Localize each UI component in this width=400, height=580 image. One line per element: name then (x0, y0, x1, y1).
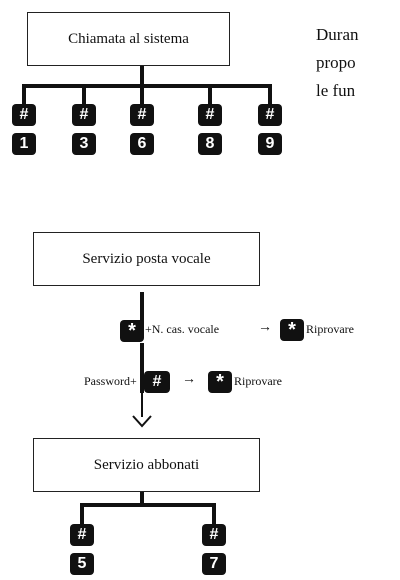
subscriber-label: Servizio abbonati (93, 456, 200, 473)
retry-star-key-2: * (208, 371, 232, 393)
star-key: * (120, 320, 144, 342)
digit-key-6: 6 (130, 133, 154, 155)
retry-label-2: Riprovare (234, 374, 282, 388)
top-branch-6 (140, 84, 144, 104)
retry-star-key-1: * (280, 319, 304, 341)
flow-line-2 (140, 343, 144, 393)
top-branch-8 (208, 84, 212, 104)
hash-key-3: # (72, 104, 96, 126)
top-branch-1 (22, 84, 26, 104)
mailbox-number-label: +N. cas. vocale (145, 322, 220, 336)
bottom-trunk-line (140, 492, 144, 504)
subscriber-box: Servizio abbonati (33, 438, 260, 492)
bottom-branch-5 (80, 503, 84, 525)
password-label: Password+ (84, 374, 137, 388)
digit-key-1: 1 (12, 133, 36, 155)
system-call-label: Chiamata al sistema (68, 30, 189, 47)
down-arrow-icon (132, 415, 152, 428)
flow-line-1 (140, 292, 144, 336)
hash-key-5: # (70, 524, 94, 546)
arrow-right-icon-1: → (258, 320, 272, 335)
top-branch-3 (82, 84, 86, 104)
arrow-right-icon-2: → (182, 372, 196, 387)
side-text-line-2: propo (316, 53, 356, 72)
hash-key-1: # (12, 104, 36, 126)
digit-key-5: 5 (70, 553, 94, 575)
digit-key-7: 7 (202, 553, 226, 575)
side-text-line-1: Duran (316, 25, 359, 44)
bottom-branch-bar (80, 503, 216, 507)
system-call-box: Chiamata al sistema (27, 12, 230, 66)
password-hash-key: # (144, 371, 170, 393)
flow-line-3 (141, 393, 143, 417)
top-branch-9 (268, 84, 272, 104)
digit-key-3: 3 (72, 133, 96, 155)
bottom-branch-7 (212, 503, 216, 525)
hash-key-8: # (198, 104, 222, 126)
side-text-line-3: le fun (316, 81, 356, 100)
top-branch-bar (22, 84, 272, 88)
top-trunk-line (140, 66, 144, 84)
voicemail-box: Servizio posta vocale (33, 232, 260, 286)
hash-key-6: # (130, 104, 154, 126)
hash-key-9: # (258, 104, 282, 126)
hash-key-7: # (202, 524, 226, 546)
digit-key-9: 9 (258, 133, 282, 155)
voicemail-label: Servizio posta vocale (82, 250, 211, 267)
retry-label-1: Riprovare (306, 322, 354, 336)
digit-key-8: 8 (198, 133, 222, 155)
